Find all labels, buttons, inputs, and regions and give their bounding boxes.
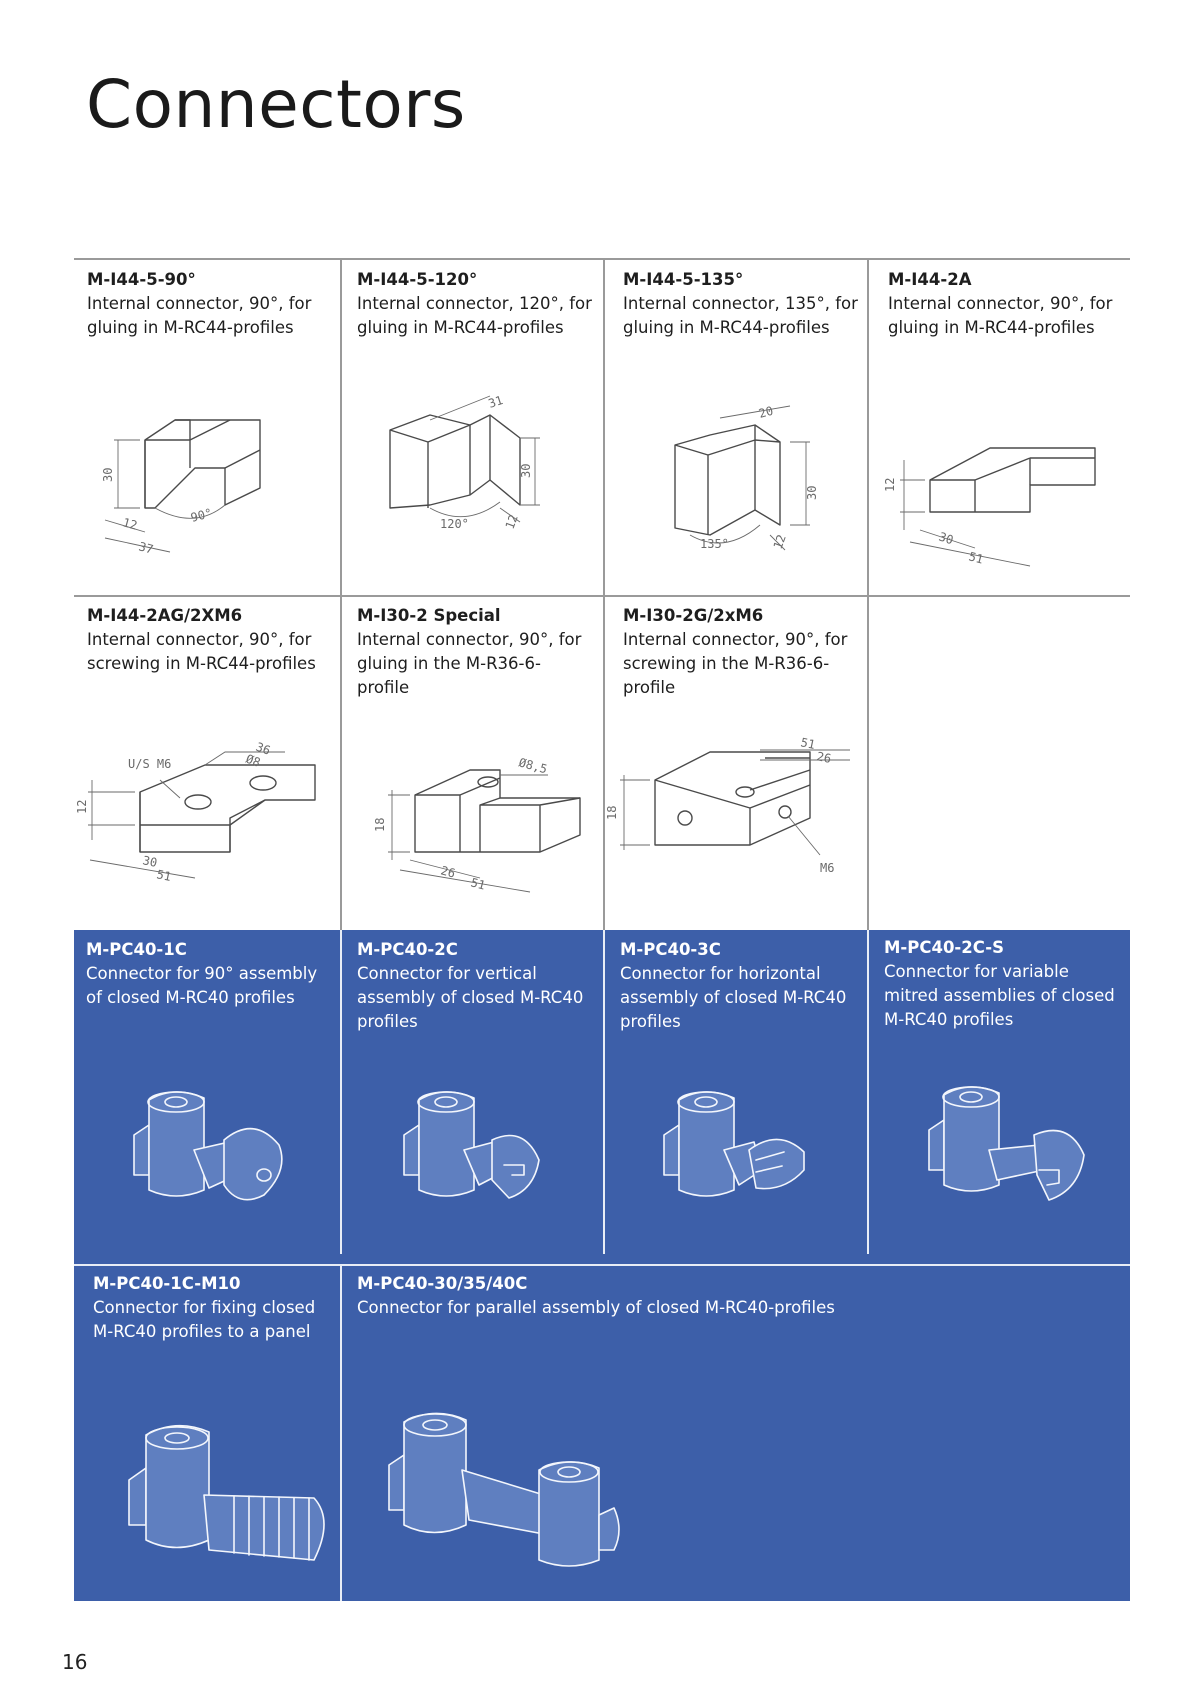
dim-d: 30 [141,853,158,870]
col-divider [340,258,342,595]
technical-drawing-i30-2: Ø8,5 18 26 51 [370,755,590,895]
product-description: Internal connector, 120°, for gluing in … [357,294,592,337]
product-cell: M-I30-2G/2xM6 Internal connector, 90°, f… [623,604,858,700]
dim-a: 51 [799,735,816,752]
blue-panel: M-PC40-1C Connector for 90° assembly of … [74,930,1130,1601]
dim-c: 12 [503,513,521,531]
product-cell: M-PC40-30/35/40C Connector for parallel … [357,1272,1057,1320]
product-code: M-I44-2A [888,270,972,289]
product-description: Internal connector, 90°, for gluing in t… [357,630,582,697]
dim-b: 12 [121,515,139,532]
col-divider [603,930,605,1254]
product-code: M-I30-2G/2xM6 [623,606,764,625]
dim-b: 30 [937,530,955,548]
dim-a: 12 [883,478,897,492]
connector-illustration [114,1410,344,1580]
technical-drawing-120: 31 30 12 120° [370,390,590,560]
col-divider [340,595,342,930]
dim-a: 30 [101,468,115,482]
product-cell: M-I44-5-90° Internal connector, 90°, for… [87,268,322,340]
technical-drawing-2ag: U/S M6 12 36 Ø8 30 51 [75,740,325,890]
product-cell: M-I44-2A Internal connector, 90°, for gl… [888,268,1123,340]
col-divider [340,930,342,1254]
technical-drawing-i30-2g: 51 26 18 M6 [605,730,860,880]
dim-b: 30 [519,464,533,478]
product-code: M-PC40-30/35/40C [357,1274,528,1293]
product-cell: M-PC40-1C-M10 Connector for fixing close… [93,1272,333,1344]
product-code: M-PC40-1C [86,940,187,959]
dim-c: 51 [967,549,985,566]
product-cell: M-PC40-1C Connector for 90° assembly of … [86,938,326,1010]
product-code: M-PC40-2C [357,940,458,959]
dim-c: 18 [605,806,619,820]
page-number: 16 [62,1650,88,1674]
dim-c: 26 [439,863,457,880]
product-description: Internal connector, 90°, for gluing in M… [888,294,1113,337]
dim-angle: 120° [440,517,469,531]
connector-illustration [384,1080,584,1230]
product-cell: M-I44-5-120° Internal connector, 120°, f… [357,268,592,340]
dim-b: 18 [373,818,387,832]
connector-illustration [909,1075,1109,1225]
dim-c: 12 [771,533,789,551]
technical-drawing-135: 20 30 12 135° [660,404,850,560]
product-description: Connector for fixing closed M-RC40 profi… [93,1298,316,1341]
technical-drawing-90: 30 12 37 90° [100,400,310,560]
product-description: Connector for 90° assembly of closed M-R… [86,964,318,1007]
product-cell: M-PC40-2C Connector for vertical assembl… [357,938,597,1034]
product-cell: M-PC40-2C-S Connector for variable mitre… [884,936,1124,1032]
dim-b: 30 [805,486,819,500]
connector-illustration [644,1080,844,1230]
dim-a: Ø8,5 [517,755,549,776]
dim-a: 31 [487,393,505,411]
dim-b: 26 [815,749,832,766]
col-divider [867,930,869,1254]
dim-a: 20 [757,404,775,421]
row-divider [74,1264,1130,1266]
product-code: M-I44-5-135° [623,270,744,289]
rule-top [74,258,1130,260]
connector-illustration [114,1080,314,1230]
product-description: Internal connector, 90°, for screwing in… [87,630,316,673]
product-code: M-PC40-3C [620,940,721,959]
dim-d: 51 [469,875,487,892]
dim-b: 36 [254,740,272,758]
connector-illustration [374,1400,634,1580]
col-divider [340,1264,342,1601]
product-description: Connector for horizontal assembly of clo… [620,964,847,1031]
product-description: Internal connector, 135°, for gluing in … [623,294,858,337]
product-code: M-I30-2 Special [357,606,501,625]
dim-angle: 90° [189,506,214,525]
product-description: Connector for parallel assembly of close… [357,1298,835,1317]
col-divider [603,595,605,930]
product-code: M-I44-5-90° [87,270,196,289]
dim-c: 37 [137,539,155,556]
product-code: M-I44-2AG/2XM6 [87,606,243,625]
product-code: M-I44-5-120° [357,270,478,289]
product-description: Connector for variable mitred assemblies… [884,962,1115,1029]
col-divider [867,595,869,930]
product-cell: M-I30-2 Special Internal connector, 90°,… [357,604,592,700]
dim-e: 51 [155,867,172,884]
col-divider [603,258,605,595]
product-description: Internal connector, 90°, for gluing in M… [87,294,312,337]
rule-mid [74,595,1130,597]
product-code: M-PC40-1C-M10 [93,1274,241,1293]
dim-d: M6 [820,861,834,875]
product-cell: M-I44-5-135° Internal connector, 135°, f… [623,268,858,340]
technical-drawing-2a: 12 30 51 [880,430,1120,570]
dim-angle: 135° [700,537,729,551]
dim-note: U/S M6 [128,757,171,771]
product-cell: M-I44-2AG/2XM6 Internal connector, 90°, … [87,604,322,676]
dim-a: 12 [75,800,89,814]
product-description: Connector for vertical assembly of close… [357,964,584,1031]
product-description: Internal connector, 90°, for screwing in… [623,630,848,697]
product-cell: M-PC40-3C Connector for horizontal assem… [620,938,860,1034]
product-code: M-PC40-2C-S [884,938,1004,957]
dim-c: Ø8 [244,752,262,770]
col-divider [867,258,869,595]
page-title: Connectors [86,66,466,143]
